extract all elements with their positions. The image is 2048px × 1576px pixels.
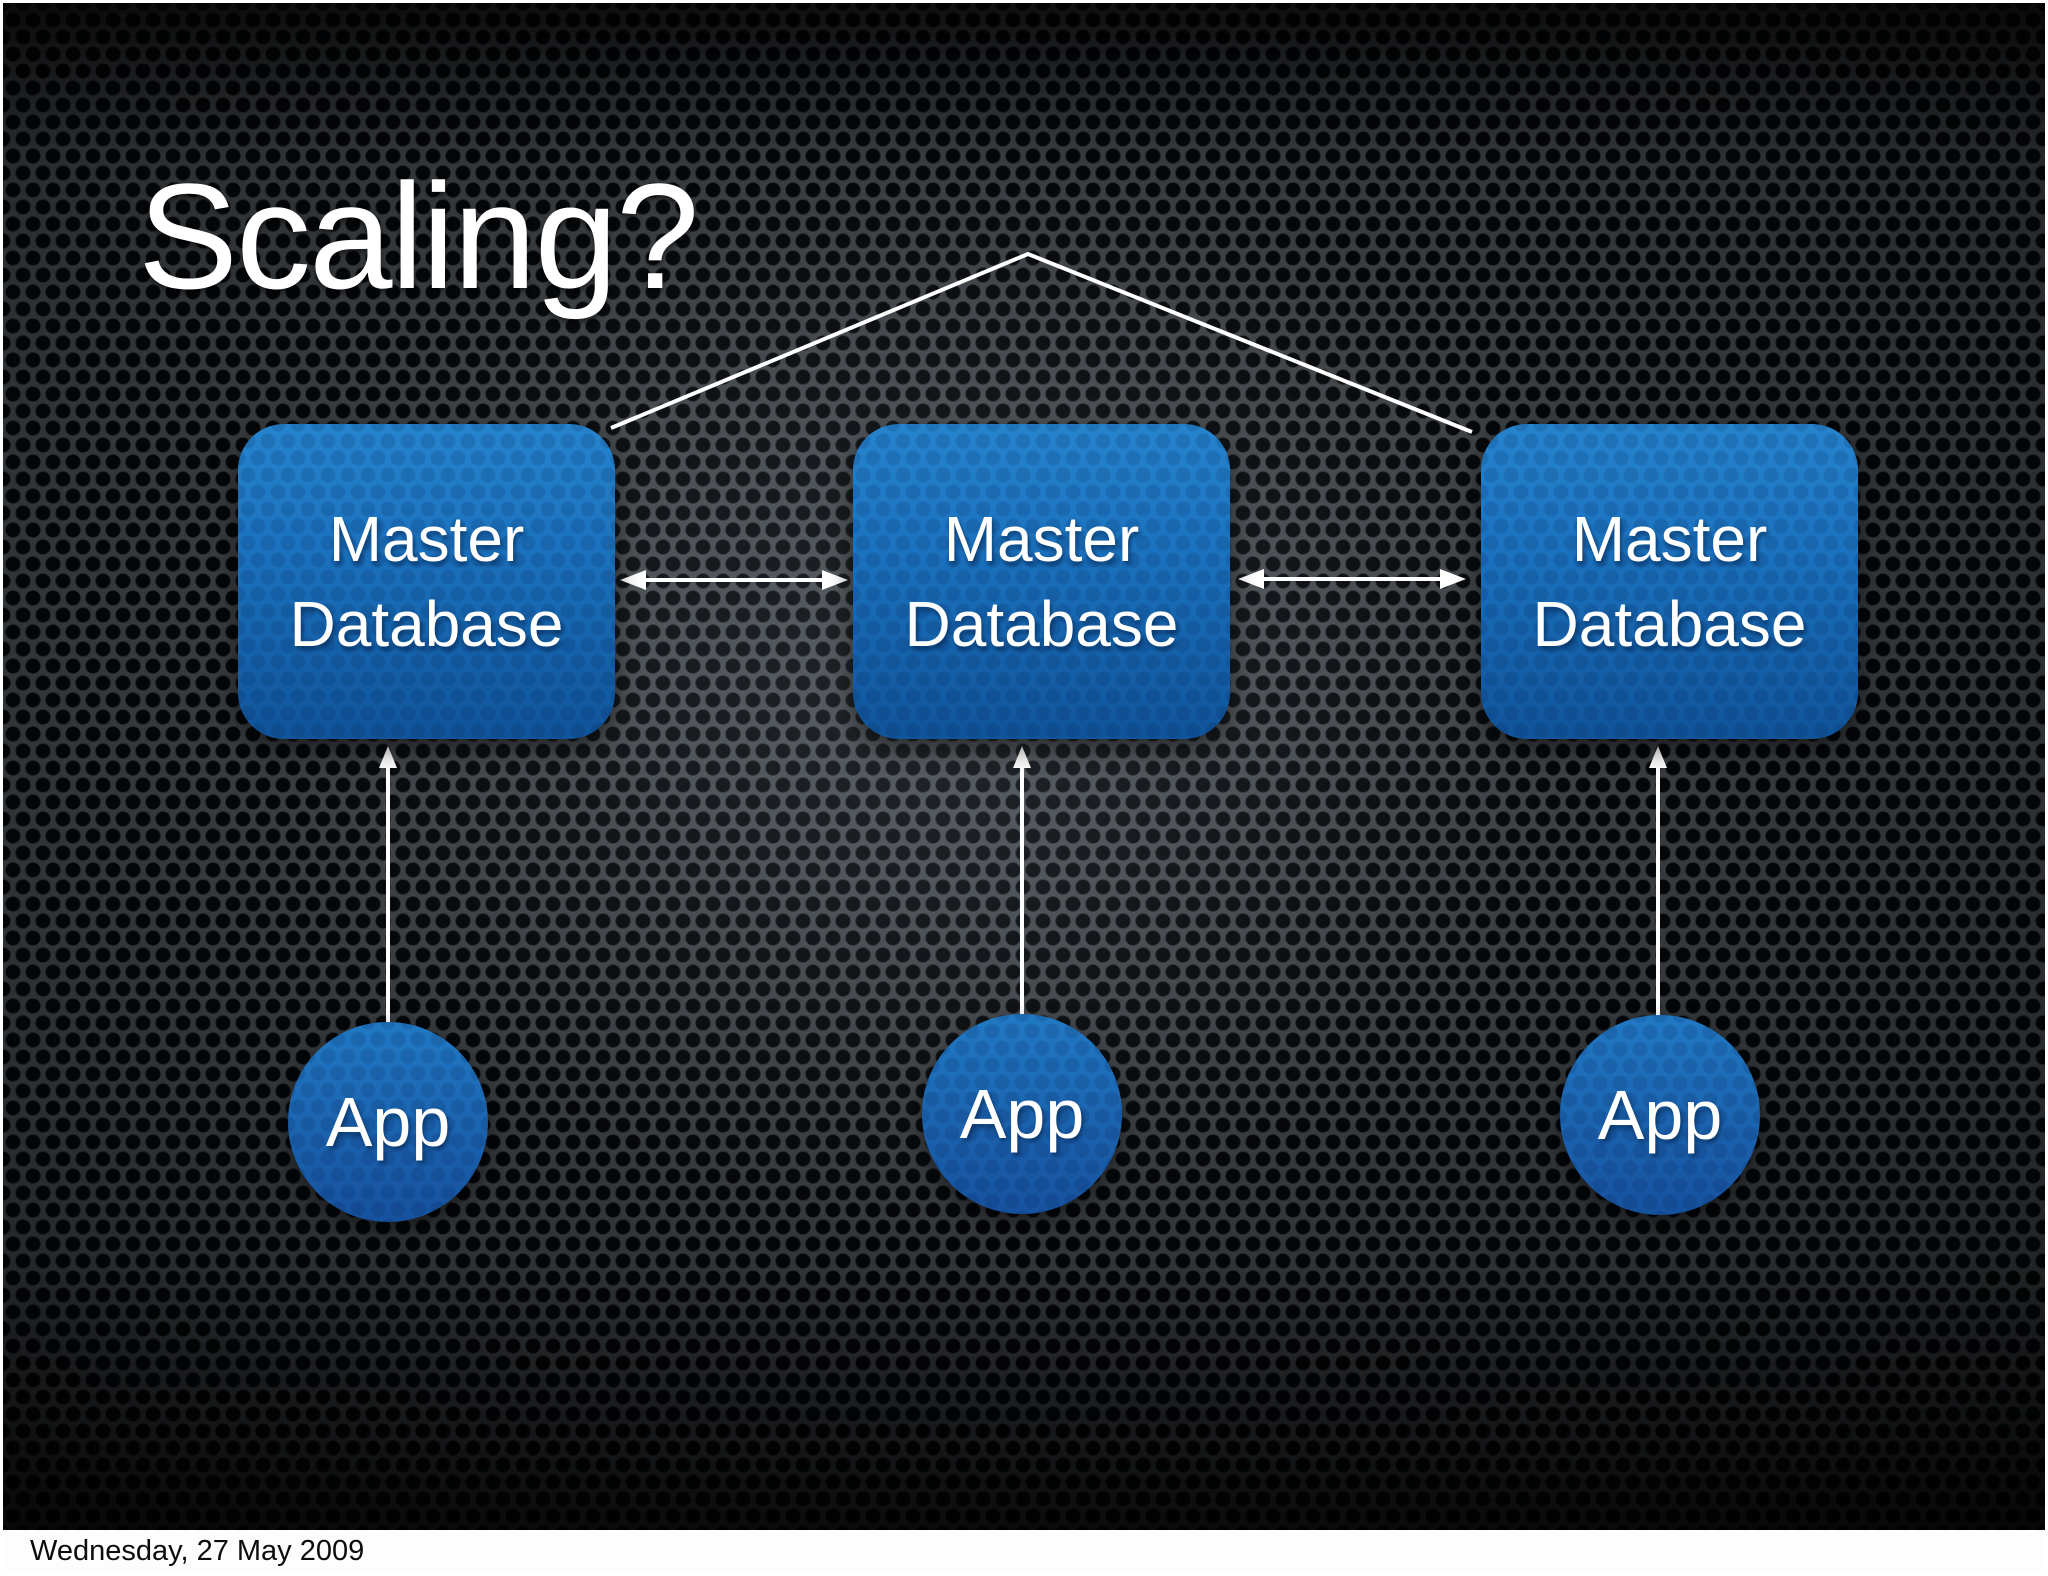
connector-layer [379, 251, 1667, 1028]
app-to-db-arrow-3 [1649, 746, 1667, 1019]
footer-bar: Wednesday, 27 May 2009 [3, 1530, 2045, 1573]
db-node-1: Master Database [238, 424, 615, 739]
db-node-2: Master Database [853, 424, 1230, 739]
app-node-1: App [288, 1022, 488, 1222]
db-node-2-label: Master Database [904, 503, 1179, 660]
db-sync-arrow-right [1238, 569, 1466, 589]
app-node-3-label: App [1597, 1076, 1723, 1154]
db-node-3: Master Database [1481, 424, 1858, 739]
diagram-canvas: Scaling? [3, 3, 2045, 1530]
app-node-2: App [922, 1014, 1122, 1214]
db-sync-arrow-left [620, 570, 848, 590]
app-to-db-arrow-1 [379, 746, 397, 1028]
app-node-1-label: App [325, 1083, 451, 1161]
app-node-2-label: App [959, 1075, 1085, 1153]
footer-date: Wednesday, 27 May 2009 [30, 1535, 365, 1567]
app-to-db-arrow-2 [1013, 746, 1031, 1018]
app-node-3: App [1560, 1015, 1760, 1215]
slide-title: Scaling? [138, 152, 699, 320]
scale-fanout-line [610, 251, 1473, 434]
db-node-1-label: Master Database [289, 503, 564, 660]
db-node-3-label: Master Database [1532, 503, 1807, 660]
